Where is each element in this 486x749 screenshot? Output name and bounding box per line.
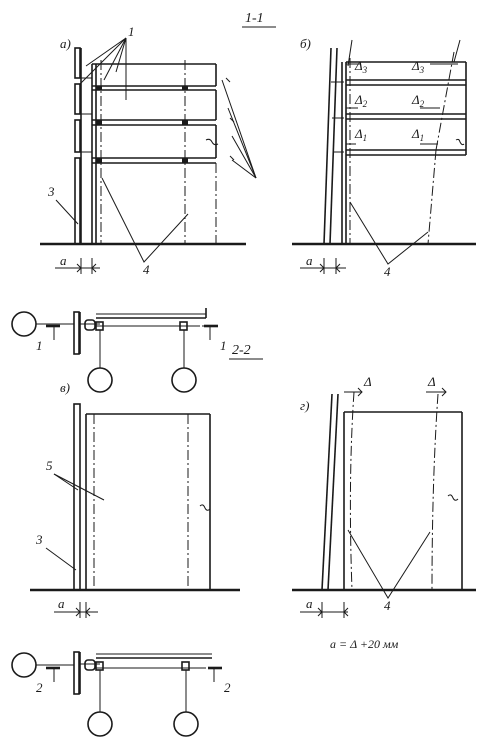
section-title-1-1: 1-1	[242, 11, 276, 28]
panel-label-b: б)	[300, 36, 311, 51]
axis-bubble	[11, 652, 37, 678]
leader-4-g	[347, 529, 431, 599]
delta-2-right: Δ2	[411, 92, 425, 109]
plan-2-2: 2 2	[11, 651, 231, 737]
dimension-a: a	[55, 253, 100, 274]
plan-mark-2-left: 2	[36, 680, 43, 695]
formula-a: a = Δ +20 мм	[330, 637, 399, 651]
dim-label-a-v: a	[58, 596, 65, 611]
new-frame-b	[341, 39, 467, 245]
delta-right: Δ	[427, 374, 436, 389]
plan-1-1: 1 1	[11, 308, 227, 393]
axis-bubble	[87, 367, 113, 393]
delta-left: Δ	[363, 374, 372, 389]
dimension-a-v: a	[54, 596, 98, 618]
callout-number-3-v: 3	[35, 532, 43, 547]
tilted-existing-wall	[323, 47, 344, 245]
callout-1: 1	[79, 24, 135, 100]
panel-g-elevation: г) Δ Δ 4 a a = Δ +20 мм	[292, 374, 476, 651]
delta-3-left: Δ3	[354, 58, 368, 75]
dim-label-a-g: a	[306, 596, 313, 611]
callout-number-4: 4	[143, 262, 150, 277]
section-title-2-2: 2-2	[229, 343, 263, 360]
dimension-a-b: a	[300, 253, 346, 274]
plan-mark-1-right: 1	[220, 338, 227, 353]
callout-number-1: 1	[128, 24, 135, 39]
new-frame	[91, 60, 217, 244]
leader-4	[101, 177, 189, 263]
leader-4-b	[349, 201, 429, 265]
delta-2-left: Δ2	[354, 92, 368, 109]
delta-3-right: Δ3	[411, 58, 425, 75]
plan-mark-1-left: 1	[36, 338, 43, 353]
joint-leader-lines	[205, 77, 257, 179]
panel-v-elevation: в) 5 3 a	[30, 380, 240, 618]
panel-label-g: г)	[300, 398, 309, 413]
delta-top-dims: Δ Δ	[344, 374, 447, 397]
leader-3	[55, 199, 79, 225]
section-label-2-2: 2-2	[232, 343, 251, 358]
plan-mark-2-right: 2	[224, 680, 231, 695]
section-label-1-1: 1-1	[245, 11, 264, 26]
existing-wall-v	[73, 403, 81, 591]
existing-wall-plan	[73, 651, 80, 695]
delta-1-right: Δ1	[411, 126, 424, 143]
axis-bubble	[87, 711, 113, 737]
axis-bubble	[173, 711, 199, 737]
dim-label-a-b: a	[306, 253, 313, 268]
callout-number-4-b: 4	[384, 264, 391, 279]
callout-number-4-g: 4	[384, 598, 391, 613]
panel-label-a: а)	[60, 36, 71, 51]
callout-number-3: 3	[47, 184, 55, 199]
panel-label-v: в)	[60, 380, 70, 395]
dimension-a-g: a	[300, 596, 349, 618]
panel-b-elevation: б)	[292, 36, 476, 279]
existing-wall-plan	[73, 311, 80, 355]
panel-a-elevation: а)	[40, 24, 257, 277]
delta-1-left: Δ1	[354, 126, 367, 143]
dim-label-a: a	[60, 253, 67, 268]
axis-bubble	[11, 311, 37, 337]
callout-number-5: 5	[46, 458, 53, 473]
existing-wall	[74, 47, 92, 245]
axis-bubble	[171, 367, 197, 393]
delta-dimensions: Δ3 Δ3 Δ2 Δ2 Δ1 Δ1	[346, 58, 458, 145]
